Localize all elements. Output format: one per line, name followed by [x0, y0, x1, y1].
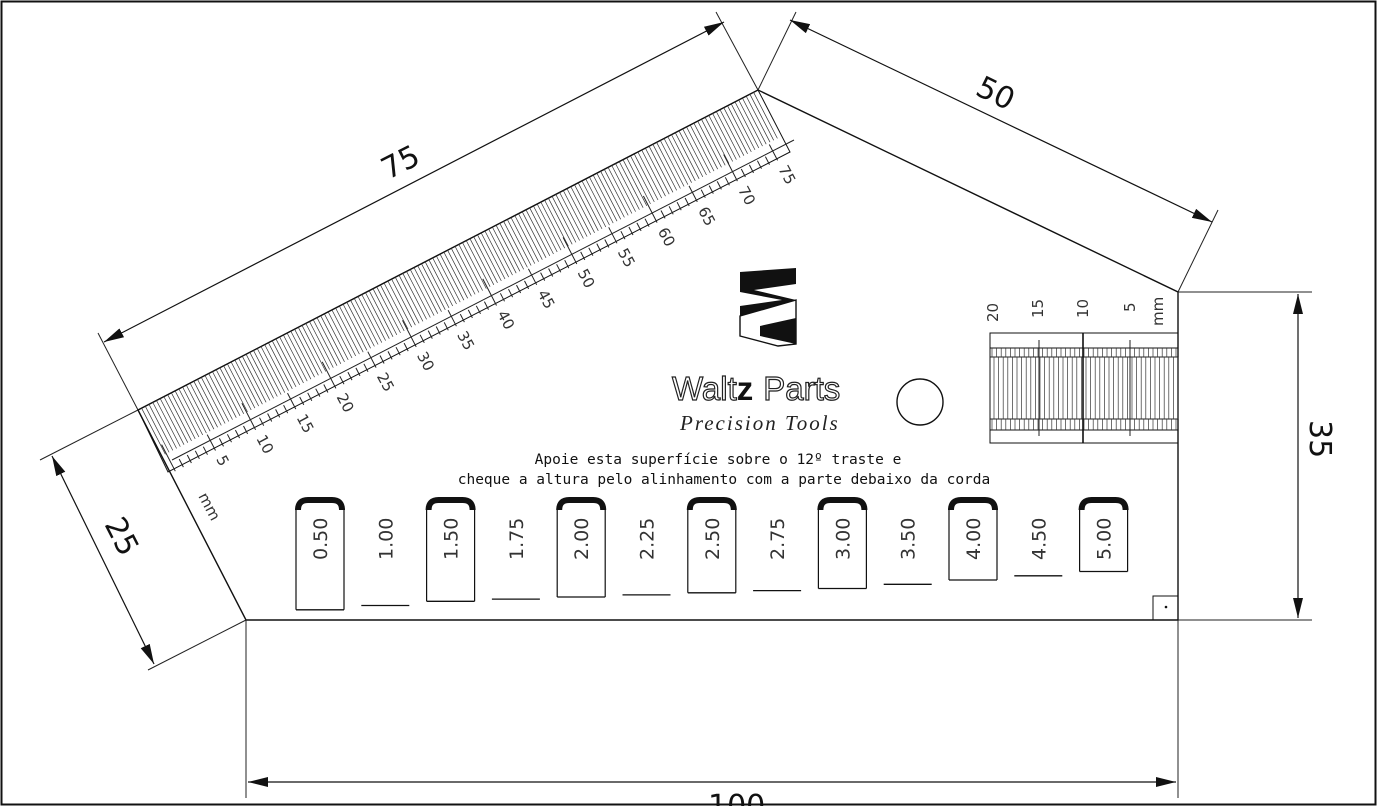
dimension-35-label: 35 — [1302, 420, 1337, 458]
diagonal-scale-label: 20 — [333, 390, 358, 415]
right-scale-label-10: 10 — [1074, 299, 1092, 318]
diagonal-scale-label: 60 — [654, 224, 679, 249]
diagonal-scale-label: 45 — [534, 287, 559, 312]
gauge-label: 1.75 — [506, 518, 528, 560]
gauge-slot: 1.75 — [491, 518, 540, 600]
gauge-slot: 3.00 — [817, 497, 868, 590]
right-scale-label-5: 5 — [1121, 302, 1139, 312]
dimension-35: 35 — [1178, 291, 1337, 621]
diagonal-scale-label: 40 — [493, 307, 518, 332]
diagonal-scale-unit: mm — [194, 489, 224, 523]
diagonal-scale-label: 15 — [293, 411, 318, 436]
gauge-slot: 2.75 — [753, 518, 802, 592]
gauge-label: 1.50 — [441, 518, 463, 560]
waltz-logo-icon — [739, 268, 797, 347]
right-ruler — [989, 332, 1179, 444]
brand-tagline: Precision Tools — [679, 411, 840, 435]
dimension-100-label: 100 — [708, 789, 765, 806]
diagonal-scale-label: 10 — [252, 432, 277, 457]
gauge-label: 2.25 — [637, 518, 659, 560]
gauge-label: 2.75 — [767, 518, 789, 560]
diagonal-scale-label: 35 — [453, 328, 478, 353]
gauge-slot: 1.50 — [425, 497, 476, 602]
dimension-50-label: 50 — [970, 70, 1020, 118]
right-scale-unit: mm — [1149, 297, 1167, 326]
hanging-hole — [896, 378, 944, 426]
gauge-label: 2.00 — [571, 518, 593, 560]
diagonal-scale-label: 65 — [694, 204, 719, 229]
gauge-label: 0.50 — [310, 518, 332, 560]
diagonal-scale-label: 75 — [774, 162, 799, 187]
dimension-100: 100 — [245, 620, 1179, 806]
diagonal-scale-label: 70 — [734, 183, 759, 208]
gauge-label: 4.50 — [1028, 518, 1050, 560]
instruction-line-2: cheque a altura pelo alinhamento com a p… — [458, 472, 991, 488]
instruction-line-1: Apoie esta superfície sobre o 12º traste… — [535, 452, 902, 468]
gauge-slot: 2.50 — [686, 497, 737, 594]
gauge-slot: 1.00 — [361, 518, 410, 607]
gauge-slot: 3.50 — [883, 518, 932, 585]
gauge-label: 3.50 — [898, 518, 920, 560]
gauge-slot: 4.00 — [948, 497, 998, 581]
gauge-slot: 4.50 — [1014, 518, 1063, 577]
right-scale-labels: 20 15 10 5 mm — [984, 297, 1167, 326]
gauge-slot: 2.25 — [622, 518, 671, 596]
diagonal-scale-label: 55 — [614, 245, 639, 270]
gauge-label: 5.00 — [1094, 518, 1116, 560]
gauge-label: 1.00 — [375, 518, 397, 560]
gauge-slot: 5.00 — [1078, 497, 1129, 573]
diagonal-scale-label: 5 — [212, 452, 232, 469]
diagonal-scale-label: 30 — [413, 349, 438, 374]
gauge-label: 3.00 — [832, 518, 854, 560]
corner-mark — [1152, 595, 1179, 621]
dimension-50: 50 — [757, 11, 1219, 293]
right-scale-label-15: 15 — [1029, 299, 1047, 318]
diagonal-scale-label: 50 — [574, 266, 599, 291]
gauge-slot: 0.50 — [295, 497, 345, 611]
dimension-25-label: 25 — [97, 512, 146, 562]
right-scale-label-20: 20 — [984, 303, 1002, 322]
gauge-label: 4.00 — [963, 518, 985, 560]
diagonal-scale-label: 25 — [373, 370, 398, 395]
height-gauges: 0.50 1.00 1.50 1.75 2.00 2.25 2.50 2.75 3.00 3.50… — [295, 497, 1129, 611]
diagonal-scale-labels: mm 5 10 15 20 25 30 35 40 45 50 55 60 65 70 75 — [194, 162, 799, 523]
gauge-label: 2.50 — [702, 518, 724, 560]
gauge-slot: 2.00 — [556, 497, 607, 598]
